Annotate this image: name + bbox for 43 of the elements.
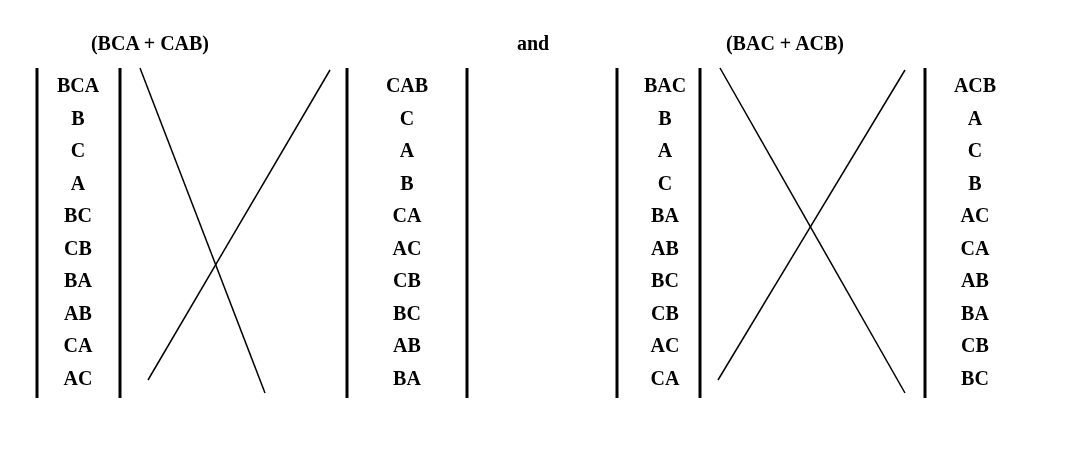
term-label: BC [651, 269, 679, 291]
term-label: B [400, 171, 414, 194]
term-label: AB [393, 334, 421, 356]
formula-heading: (BAC + ACB) [725, 32, 845, 54]
conjunction-text: and [516, 32, 550, 54]
term-label: BA [64, 269, 92, 291]
term-label: BA [961, 301, 989, 324]
term-label: A [70, 171, 86, 194]
term-label: CAB [385, 74, 429, 96]
term-label: C [967, 139, 983, 161]
term-label: CB [961, 334, 989, 356]
term-label: BA [651, 204, 679, 226]
term-label: CB [64, 236, 92, 259]
term-label: BC [393, 301, 421, 324]
term-label: BCA [56, 74, 100, 96]
term-label: C [399, 106, 415, 129]
term-label: AC [650, 334, 680, 356]
term-label: BAC [643, 74, 687, 96]
term-label: CB [651, 301, 679, 324]
term-label: BA [393, 366, 421, 389]
formula-heading: (BCA + CAB) [90, 32, 210, 54]
term-label: CB [393, 269, 421, 291]
term-label: A [399, 139, 415, 161]
term-label: C [70, 139, 86, 161]
term-label: AC [960, 204, 990, 226]
term-label: B [968, 171, 982, 194]
term-label: AB [961, 269, 989, 291]
term-label: AB [651, 236, 679, 259]
term-label: AB [64, 301, 92, 324]
term-label: CA [960, 236, 990, 259]
term-label: BC [961, 366, 989, 389]
term-label: CA [392, 204, 422, 226]
term-label: ACB [953, 74, 997, 96]
term-label: A [967, 106, 983, 129]
term-label: B [658, 106, 672, 129]
term-label: C [657, 171, 673, 194]
term-label: AC [392, 236, 422, 259]
term-label: CA [63, 334, 93, 356]
term-label: BC [64, 204, 92, 226]
term-label: AC [63, 366, 93, 389]
term-label: CA [650, 366, 680, 389]
term-label: B [71, 106, 85, 129]
term-label: A [657, 139, 673, 161]
